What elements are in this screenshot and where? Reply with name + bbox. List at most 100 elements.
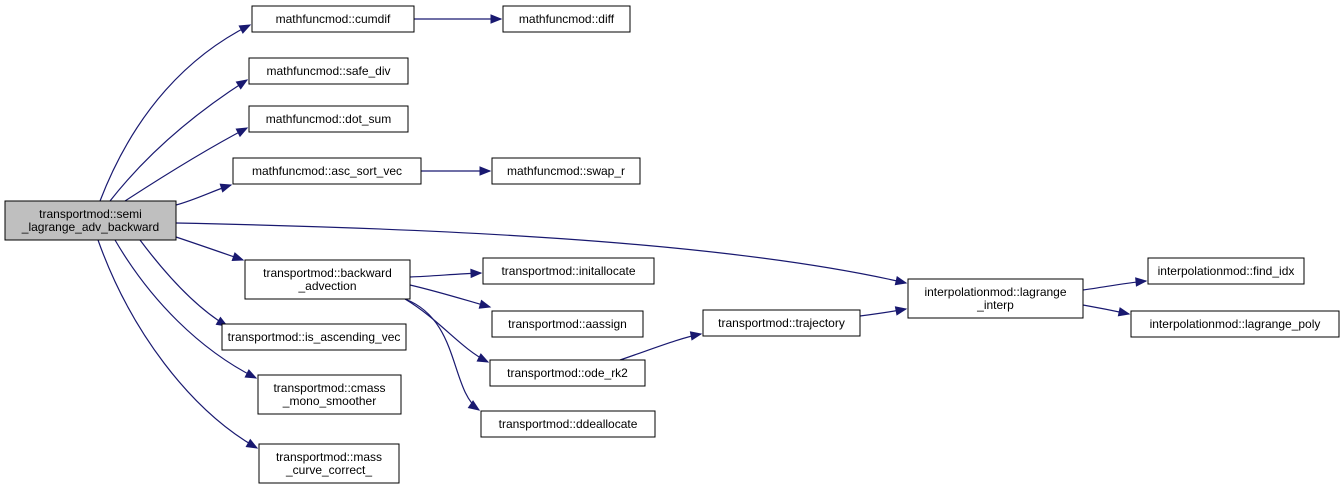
edge-line	[97, 239, 258, 449]
node-is-ascending-vec[interactable]: transportmod::is_ascending_vec	[221, 323, 407, 351]
edge-arrowhead	[244, 369, 258, 379]
edge-arrowhead	[219, 183, 233, 193]
edge-arrowhead	[479, 166, 492, 176]
node-box	[489, 359, 646, 387]
edge-arrowhead	[235, 79, 249, 90]
node-label: interpolationmod::find_idx	[1158, 264, 1295, 278]
node-label: _mono_smoother	[282, 394, 376, 408]
node-box	[251, 5, 415, 33]
node-lagrange-poly[interactable]: interpolationmod::lagrange_poly	[1130, 310, 1340, 338]
edge-line	[404, 298, 489, 363]
node-semi-lagrange-adv-backward[interactable]: transportmod::semi_lagrange_adv_backward	[4, 200, 177, 241]
edge-semi_lagrange_adv_backward-to-cmass_mono_smoother	[114, 239, 258, 379]
node-asc-sort-vec[interactable]: mathfuncmod::asc_sort_vec	[232, 157, 422, 185]
edge-semi_lagrange_adv_backward-to-mass_curve_correct	[97, 239, 259, 449]
edge-arrowhead	[894, 276, 908, 286]
edge-arrowhead	[467, 400, 481, 411]
edge-arrowhead	[470, 268, 483, 279]
node-ddeallocate[interactable]: transportmod::ddeallocate	[480, 410, 656, 438]
node-dot-sum[interactable]: mathfuncmod::dot_sum	[248, 105, 409, 133]
edge-backward_advection-to-ddeallocate	[404, 298, 481, 411]
node-box	[232, 157, 422, 185]
node-find-idx[interactable]: interpolationmod::find_idx	[1147, 257, 1305, 285]
node-label: transportmod::backward	[263, 266, 392, 280]
node-label: _interp	[976, 298, 1014, 312]
edge-line	[124, 127, 248, 202]
edge-backward_advection-to-ode_rk2	[404, 298, 490, 363]
node-box	[1147, 257, 1305, 285]
edge-line	[114, 239, 257, 379]
edge-semi_lagrange_adv_backward-to-backward_advection	[175, 236, 245, 262]
edge-arrowhead	[245, 438, 259, 449]
node-cmass-mono-smoother[interactable]: transportmod::cmass_mono_smoother	[257, 374, 402, 415]
nodes-layer: transportmod::semi_lagrange_adv_backward…	[4, 5, 1340, 484]
edge-semi_lagrange_adv_backward-to-dot_sum	[124, 127, 249, 202]
node-aassign[interactable]: transportmod::aassign	[491, 310, 644, 338]
node-label: _lagrange_adv_backward	[21, 220, 159, 234]
node-label: mathfuncmod::swap_r	[507, 164, 625, 178]
edge-backward_advection-to-aassign	[409, 284, 492, 309]
node-box	[482, 257, 655, 285]
node-label: transportmod::is_ascending_vec	[228, 330, 401, 344]
node-label: mathfuncmod::safe_div	[266, 64, 390, 78]
node-label: transportmod::trajectory	[718, 316, 845, 330]
node-label: transportmod::initallocate	[501, 264, 635, 278]
edge-arrowhead	[478, 299, 492, 309]
edge-line	[404, 298, 480, 411]
node-box	[248, 105, 409, 133]
node-trajectory[interactable]: transportmod::trajectory	[702, 309, 861, 337]
edge-semi_lagrange_adv_backward-to-cumdif	[99, 24, 252, 202]
edge-arrowhead	[231, 252, 245, 262]
edge-ode_rk2-to-trajectory	[619, 331, 703, 361]
node-box	[244, 259, 411, 300]
edge-line	[175, 236, 244, 261]
edge-cumdif-to-diff	[414, 14, 503, 24]
node-label: transportmod::mass	[276, 450, 382, 464]
node-label: transportmod::cmass	[273, 381, 385, 395]
edge-line	[409, 284, 491, 308]
node-box	[4, 200, 177, 241]
edge-arrowhead	[476, 353, 490, 363]
edge-arrowhead	[490, 14, 503, 24]
node-safe-div[interactable]: mathfuncmod::safe_div	[248, 57, 409, 85]
node-label: mathfuncmod::dot_sum	[266, 112, 391, 126]
node-box	[502, 5, 631, 33]
node-label: transportmod::ode_rk2	[507, 366, 628, 380]
node-box	[480, 410, 656, 438]
node-ode-rk2[interactable]: transportmod::ode_rk2	[489, 359, 646, 387]
edge-arrowhead	[1117, 307, 1131, 317]
edge-arrowhead	[689, 331, 703, 341]
edge-arrowhead	[238, 24, 252, 34]
edge-line	[99, 24, 251, 202]
node-mass-curve-correct[interactable]: transportmod::mass_curve_correct_	[258, 443, 400, 484]
edge-semi_lagrange_adv_backward-to-safe_div	[109, 79, 249, 202]
edge-arrowhead	[894, 306, 908, 316]
node-box	[257, 374, 402, 415]
edge-backward_advection-to-initallocate	[409, 268, 483, 279]
edge-semi_lagrange_adv_backward-to-lagrange_interp	[175, 222, 908, 286]
edge-line	[109, 79, 248, 202]
node-initallocate[interactable]: transportmod::initallocate	[482, 257, 655, 285]
edge-arrowhead	[235, 127, 249, 138]
node-backward-advection[interactable]: transportmod::backward_advection	[244, 259, 411, 300]
node-box	[248, 57, 409, 85]
node-diff[interactable]: mathfuncmod::diff	[502, 5, 631, 33]
node-swap-r[interactable]: mathfuncmod::swap_r	[491, 157, 641, 185]
edge-trajectory-to-lagrange_interp	[859, 306, 908, 317]
node-lagrange-interp[interactable]: interpolationmod::lagrange_interp	[907, 278, 1084, 319]
node-box	[491, 157, 641, 185]
node-box	[907, 278, 1084, 319]
node-label: mathfuncmod::asc_sort_vec	[252, 164, 402, 178]
node-label: transportmod::semi	[39, 207, 142, 221]
node-label: _advection	[297, 279, 356, 293]
node-box	[491, 310, 644, 338]
edge-semi_lagrange_adv_backward-to-is_ascending_vec	[139, 239, 229, 327]
edge-line	[175, 222, 907, 284]
node-cumdif[interactable]: mathfuncmod::cumdif	[251, 5, 415, 33]
edge-lagrange_interp-to-find_idx	[1082, 277, 1148, 291]
edge-semi_lagrange_adv_backward-to-asc_sort_vec	[175, 183, 233, 206]
node-label: interpolationmod::lagrange	[924, 285, 1066, 299]
edge-line	[139, 239, 228, 327]
edge-asc_sort_vec-to-swap_r	[421, 166, 492, 176]
